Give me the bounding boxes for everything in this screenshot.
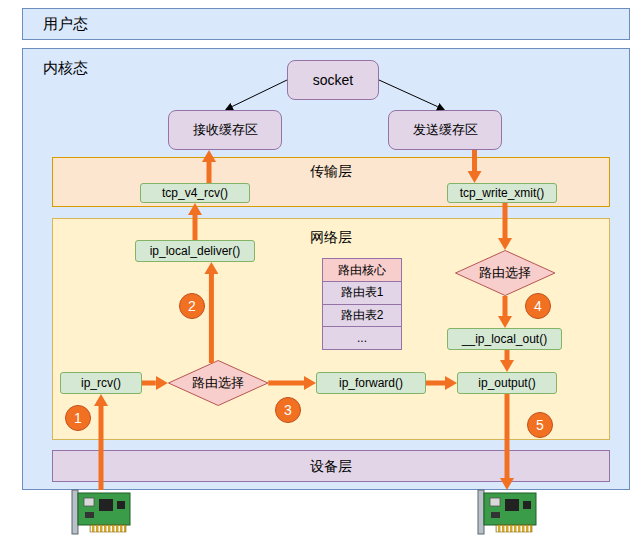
- socket-box: socket: [287, 60, 379, 100]
- node-label: 用户态: [43, 15, 88, 33]
- receive-wire: [99, 406, 104, 490]
- node-label: ip_forward(): [339, 376, 403, 390]
- callout-circle: 3: [275, 397, 301, 423]
- decision-diamond: 路由选择: [455, 250, 555, 296]
- node-label: ip_output(): [478, 376, 535, 390]
- function-box: tcp_v4_rcv(): [140, 183, 250, 203]
- function-box: ip_forward(): [316, 372, 426, 394]
- flow-arrow: [209, 274, 214, 363]
- flow-arrow: [503, 296, 508, 316]
- callout-number: 5: [536, 417, 544, 434]
- callout-circle: 5: [527, 412, 553, 438]
- table-cell: 路由核心: [323, 259, 401, 282]
- network-card: [72, 490, 130, 534]
- flow-arrow: [268, 381, 304, 386]
- function-box: ip_rcv(): [60, 372, 142, 394]
- callout-circle: 1: [65, 405, 91, 431]
- send-wire: [505, 394, 510, 478]
- transport-layer-band: 传输层 tcp_v4_rcv() tcp_write_xmit(): [52, 157, 610, 207]
- node-label: 设备层: [310, 458, 352, 475]
- table-cell: 路由表2: [323, 305, 401, 328]
- node-label: tcp_v4_rcv(): [162, 186, 228, 200]
- user-space-band: 用户态: [22, 8, 630, 40]
- flow-arrow: [193, 215, 198, 240]
- callout-number: 2: [188, 298, 196, 315]
- callout-number: 1: [74, 410, 82, 427]
- node-label: ip_local_deliver(): [150, 244, 241, 258]
- callout-number: 3: [284, 402, 292, 419]
- function-box: ip_local_deliver(): [135, 240, 255, 262]
- node-label: 传输层: [310, 163, 352, 180]
- node-label: tcp_write_xmit(): [460, 186, 545, 200]
- node-label: ip_rcv(): [81, 376, 121, 390]
- node-label: 发送缓存区: [413, 122, 478, 138]
- node-label: 路由选择: [479, 265, 531, 281]
- function-box: ip_output(): [457, 372, 557, 394]
- function-box: __ip_local_out(): [447, 328, 562, 350]
- node-label: 接收缓存区: [193, 122, 258, 138]
- callout-circle: 2: [179, 293, 205, 319]
- buffer-box: 发送缓存区: [388, 110, 502, 150]
- node-label: __ip_local_out(): [462, 332, 547, 346]
- flow-arrow: [472, 150, 477, 171]
- callout-circle: 4: [525, 293, 551, 319]
- flow-arrow: [505, 350, 510, 360]
- node-label: socket: [313, 72, 353, 89]
- node-label: 网络层: [310, 229, 352, 246]
- node-label: 路由选择: [192, 375, 244, 391]
- flow-arrow: [426, 381, 445, 386]
- node-label: 内核态: [43, 59, 88, 77]
- network-card: [478, 490, 536, 534]
- buffer-box: 接收缓存区: [168, 110, 282, 150]
- device-layer-band: 设备层: [52, 450, 610, 482]
- table-cell: ...: [323, 327, 401, 349]
- function-box: tcp_write_xmit(): [447, 183, 557, 203]
- link-arrow: [379, 80, 438, 107]
- decision-diamond: 路由选择: [168, 360, 268, 406]
- callout-number: 4: [534, 298, 542, 315]
- link-arrow: [232, 80, 287, 107]
- flow-arrow: [503, 203, 508, 238]
- flow-arrow: [142, 381, 156, 386]
- table-cell: 路由表1: [323, 282, 401, 305]
- flow-arrow: [207, 162, 212, 183]
- network-layer-band: 网络层 ip_local_deliver() 路由核心路由表1路由表2... 路由选择…: [52, 218, 610, 440]
- routing-table: 路由核心路由表1路由表2...: [322, 258, 402, 350]
